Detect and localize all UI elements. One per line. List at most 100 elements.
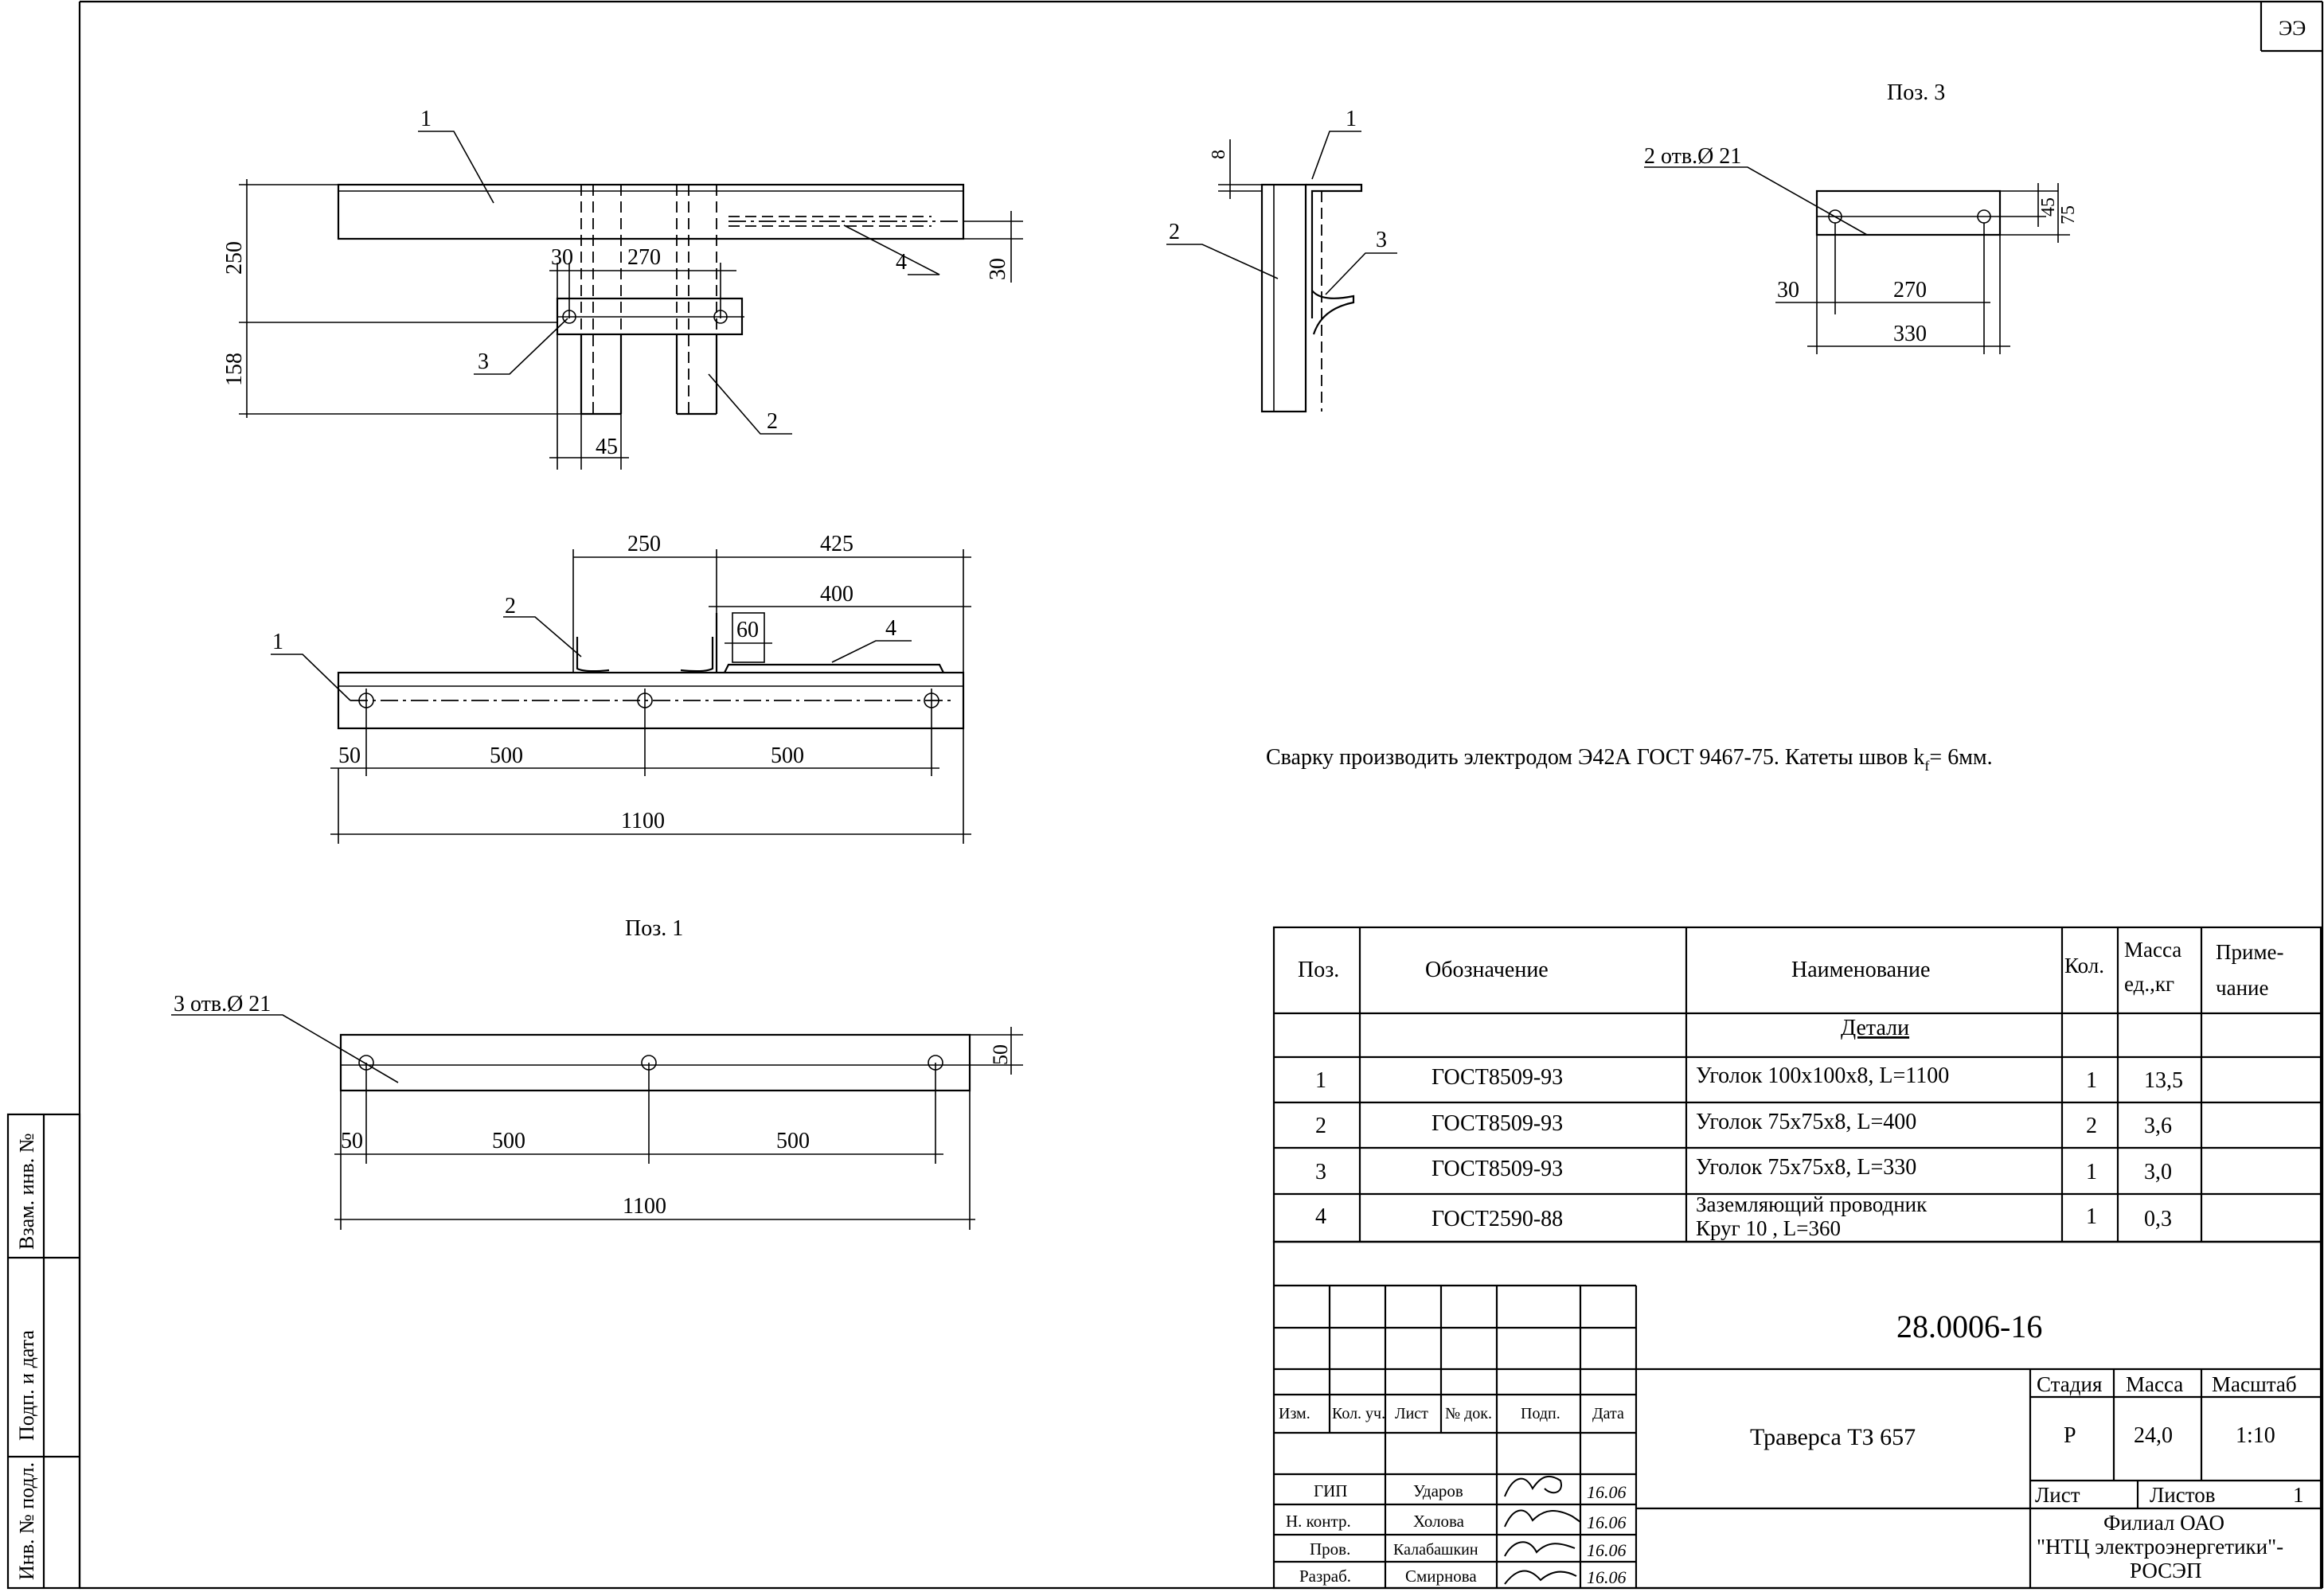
- pos3-dim-45: 45: [2038, 197, 2059, 217]
- spec-row-2-name: Уголок 75х75х8, L=400: [1696, 1110, 1916, 1134]
- front-view-dim-500a: 500: [490, 743, 523, 768]
- spec-row-1-qty: 1: [2086, 1068, 2097, 1093]
- sheets-label: Листов: [2150, 1483, 2215, 1507]
- spec-row-4-qty: 1: [2086, 1204, 2097, 1229]
- signer-role-1: ГИП: [1314, 1481, 1347, 1500]
- corner-sheet-mark: ЭЭ: [2279, 17, 2306, 40]
- top-view-leader-2: 2: [767, 409, 778, 434]
- spec-header-name: Наименование: [1791, 958, 1930, 982]
- top-view-dim-250: 250: [222, 241, 247, 275]
- rev-header-izm: Изм.: [1279, 1405, 1310, 1422]
- spec-row-2-pos: 2: [1315, 1114, 1326, 1138]
- stage-value: Р: [2064, 1423, 2076, 1448]
- spec-row-4-mass: 0,3: [2144, 1207, 2172, 1231]
- spec-row-1-mass: 13,5: [2144, 1068, 2183, 1093]
- front-view-dim-400: 400: [820, 582, 853, 607]
- front-view-dim-425: 425: [820, 532, 853, 556]
- rev-header-date: Дата: [1592, 1405, 1624, 1422]
- spec-row-2-qty: 2: [2086, 1114, 2097, 1138]
- top-view-leader-3: 3: [478, 349, 489, 374]
- pos1-dim-1100: 1100: [623, 1194, 666, 1219]
- signer-role-3: Пров.: [1310, 1539, 1350, 1559]
- spec-row-1-pos: 1: [1315, 1068, 1326, 1093]
- side-stamp-inv-repl: Взам. инв. №: [15, 1133, 38, 1250]
- scale-label: Масштаб: [2212, 1372, 2297, 1396]
- pos3-dim-270: 270: [1893, 278, 1927, 302]
- spec-section-details: Детали: [1841, 1016, 1909, 1040]
- pos3-title: Поз. 3: [1887, 80, 1945, 105]
- front-view-dim-500b: 500: [771, 743, 804, 768]
- signer-name-3: Калабашкин: [1393, 1541, 1478, 1559]
- spec-header-pos: Поз.: [1298, 958, 1339, 982]
- signature-marks: [1504, 1475, 1581, 1585]
- scale-value: 1:10: [2236, 1423, 2275, 1448]
- spec-row-3-name: Уголок 75х75х8, L=330: [1696, 1155, 1916, 1180]
- side-stamp: [6, 1113, 81, 1590]
- signer-role-4: Разраб.: [1299, 1567, 1351, 1586]
- doc-number: 28.0006-16: [1896, 1309, 2042, 1344]
- rev-header-kol: Кол. уч.: [1332, 1405, 1385, 1422]
- side-view-dim-8: 8: [1209, 150, 1229, 159]
- org-line-2: "НТЦ электроэнергетики"-: [2037, 1535, 2283, 1559]
- pos1-holes: 3 отв.Ø 21: [174, 992, 271, 1016]
- top-view-leader-4: 4: [896, 250, 907, 275]
- org-line-3: РОСЭП: [2130, 1559, 2202, 1582]
- signer-name-2: Холова: [1413, 1512, 1465, 1531]
- signer-date-1: 16.06: [1587, 1482, 1627, 1502]
- drawing-title: Траверса ТЗ 657: [1750, 1424, 1916, 1450]
- org-line-1: Филиал ОАО: [2103, 1511, 2224, 1535]
- spec-row-1-designation: ГОСТ8509-93: [1432, 1065, 1563, 1090]
- spec-header-mass-l2: ед.,кг: [2124, 972, 2174, 996]
- pos3-view: [1644, 166, 2070, 354]
- front-view: [271, 549, 971, 844]
- title-block: [1272, 1240, 2322, 1590]
- signer-name-1: Ударов: [1413, 1481, 1463, 1500]
- spec-row-1-name: Уголок 100х100х8, L=1100: [1696, 1063, 1949, 1088]
- spec-row-3-pos: 3: [1315, 1160, 1326, 1184]
- pos3-holes: 2 отв.Ø 21: [1644, 144, 1741, 169]
- sheets-value: 1: [2293, 1483, 2304, 1507]
- pos1-dim-500b: 500: [776, 1129, 810, 1153]
- top-view-dim-30a: 30: [551, 245, 573, 270]
- mass-label: Масса: [2126, 1372, 2183, 1396]
- spec-row-4-designation: ГОСТ2590-88: [1432, 1207, 1563, 1231]
- front-view-dim-50: 50: [338, 743, 361, 768]
- front-view-dim-250: 250: [627, 532, 661, 556]
- front-view-leader-2: 2: [505, 594, 516, 618]
- signer-name-4: Смирнова: [1405, 1567, 1477, 1586]
- top-view-dim-158: 158: [222, 353, 247, 386]
- side-view-leader-2: 2: [1169, 220, 1180, 244]
- top-view-dim-270: 270: [627, 245, 661, 270]
- side-view: [1166, 131, 1397, 413]
- signer-date-3: 16.06: [1587, 1540, 1627, 1560]
- spec-header-mass-l1: Масса: [2124, 938, 2181, 962]
- spec-row-3-designation: ГОСТ8509-93: [1432, 1157, 1563, 1181]
- spec-row-4-pos: 4: [1315, 1204, 1326, 1229]
- spec-row-2-mass: 3,6: [2144, 1114, 2172, 1138]
- pos3-dim-330: 330: [1893, 322, 1927, 346]
- side-stamp-inv-orig: Инв. № подл.: [15, 1462, 38, 1580]
- side-view-leader-3: 3: [1376, 228, 1387, 252]
- side-view-leader-1: 1: [1346, 107, 1357, 131]
- spec-row-4-name: Заземляющий проводник: [1696, 1192, 1928, 1216]
- pos1-view: [171, 1014, 1023, 1230]
- spec-header-note-l1: Приме-: [2216, 940, 2284, 964]
- top-view-leader-1: 1: [420, 107, 432, 131]
- front-view-leader-4: 4: [885, 616, 896, 641]
- signer-role-2: Н. контр.: [1286, 1512, 1351, 1531]
- spec-header-note-l2: чание: [2216, 976, 2268, 1000]
- top-view-dim-45: 45: [596, 435, 618, 459]
- welding-note: Сварку производить электродом Э42А ГОСТ …: [1266, 745, 1993, 774]
- mass-value: 24,0: [2134, 1423, 2173, 1448]
- signer-date-2: 16.06: [1587, 1512, 1627, 1532]
- stage-label: Стадия: [2037, 1372, 2102, 1396]
- pos1-dim-50: 50: [341, 1129, 363, 1153]
- pos3-dim-75: 75: [2058, 205, 2079, 224]
- top-view-dim-30b: 30: [986, 258, 1010, 280]
- spec-header-qty: Кол.: [2064, 954, 2104, 977]
- front-view-dim-60: 60: [736, 618, 759, 642]
- pos1-dim-50v: 50: [989, 1044, 1012, 1065]
- spec-row-2-designation: ГОСТ8509-93: [1432, 1111, 1563, 1136]
- spec-row-3-mass: 3,0: [2144, 1160, 2172, 1184]
